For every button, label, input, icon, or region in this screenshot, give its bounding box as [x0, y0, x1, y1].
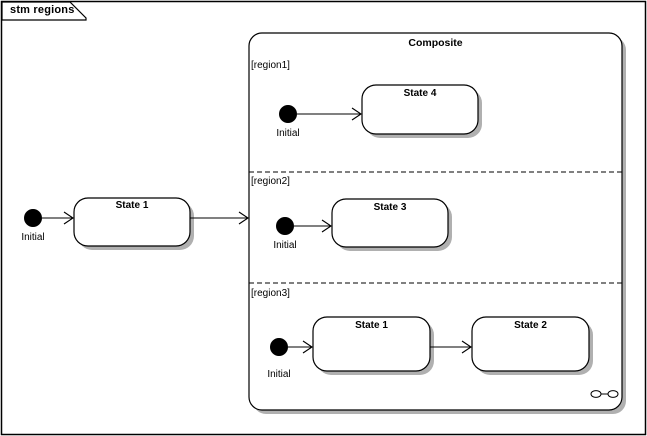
- state-title-region3-state2: State 2: [514, 320, 547, 331]
- state-title-state3: State 3: [373, 202, 407, 213]
- state-box-state4[interactable]: [361, 84, 479, 135]
- arrowhead-state1-to-composite: [238, 211, 249, 225]
- arrowhead-region3-state1-to-state2: [461, 340, 472, 354]
- state-box-region3-state2[interactable]: [471, 316, 590, 372]
- initial-pseudostate-region3[interactable]: [270, 338, 288, 356]
- region-label-1: [region1]: [251, 60, 290, 71]
- composite-state-icon: [590, 390, 619, 398]
- initial-pseudostate-region2[interactable]: [276, 217, 294, 235]
- state-box-region3-state1[interactable]: [312, 316, 431, 372]
- initial-label-region2: Initial: [273, 240, 297, 251]
- initial-pseudostate-top[interactable]: [24, 209, 42, 227]
- arrowhead-top-initial: [63, 211, 74, 225]
- state-box-state3[interactable]: [331, 198, 449, 248]
- arrowhead-region3-initial: [302, 340, 313, 354]
- state-title-region3-state1: State 1: [355, 320, 388, 331]
- frame-name-tab: [1, 1, 87, 21]
- initial-label-top: Initial: [21, 232, 45, 243]
- arrowhead-region1-initial: [351, 107, 362, 121]
- initial-label-region1: Initial: [276, 128, 300, 139]
- region-label-2: [region2]: [251, 176, 290, 187]
- frame-title: stm regions: [10, 4, 75, 16]
- arrowhead-region2-initial: [321, 219, 332, 233]
- state-title-top-state1: State 1: [115, 200, 149, 211]
- composite-state-title: Composite: [408, 37, 463, 49]
- region-label-3: [region3]: [251, 288, 290, 299]
- state-title-state4: State 4: [403, 88, 437, 99]
- initial-label-region3: Initial: [267, 369, 291, 380]
- state-box-top-state1[interactable]: [73, 197, 191, 247]
- initial-pseudostate-region1[interactable]: [279, 105, 297, 123]
